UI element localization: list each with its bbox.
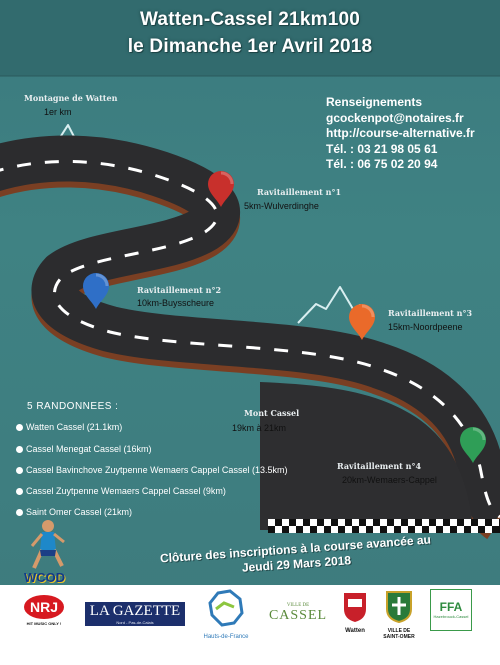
cassel-logo: VILLE DE CASSEL	[268, 603, 328, 623]
info-phone-1: Tél. : 03 21 98 05 61	[326, 141, 438, 156]
map-pin-highlight	[361, 304, 375, 318]
station-4-km: 20km-Wemaers-Cappel	[342, 475, 437, 485]
randonnee-item: Cassel Menegat Cassel (16km)	[16, 444, 152, 454]
station-1-name: Ravitaillement n°1	[257, 187, 342, 197]
info-heading: Renseignements	[326, 95, 423, 109]
station-3-name: Ravitaillement n°3	[388, 308, 473, 318]
randonnees-title: 5 RANDONNEES :	[27, 401, 119, 412]
info-website: http://course-alternative.fr	[326, 126, 475, 140]
info-block: Renseignements gcockenpot@notaires.fr ht…	[326, 95, 475, 173]
saint-omer-logo: VILLE DE SAINT-OMER	[377, 589, 421, 640]
start-km: 1er km	[44, 107, 72, 117]
bullet-icon	[16, 488, 23, 495]
bullet-icon	[16, 446, 23, 453]
map-pin-highlight	[95, 273, 109, 287]
mont-cassel-km: 19km à 21km	[232, 423, 287, 433]
map-pin-icon	[460, 427, 486, 463]
nrj-logo: NRJ HIT MUSIC ONLY !	[20, 595, 68, 626]
station-3-km: 15km-Noordpeene	[388, 322, 463, 332]
title-line-1: Watten-Cassel 21km100	[140, 9, 360, 30]
bullet-icon	[16, 467, 23, 474]
bullet-icon	[16, 424, 23, 431]
mont-cassel-name: Mont Cassel	[244, 408, 300, 418]
map-pin-highlight	[220, 171, 234, 185]
station-2-name: Ravitaillement n°2	[137, 285, 222, 295]
runner-icon	[30, 520, 65, 569]
station-4-name: Ravitaillement n°4	[337, 461, 422, 471]
station-1-km: 5km-Wulverdinghe	[244, 201, 319, 211]
wcod-logo: WCOD	[24, 570, 66, 585]
title-line-2: le Dimanche 1er Avril 2018	[127, 36, 373, 57]
info-phone-2: Tél. : 06 75 02 20 94	[326, 157, 438, 171]
map-pin-icon	[83, 273, 109, 309]
info-email: gcockenpot@notaires.fr	[326, 110, 464, 125]
map-pin-icon	[349, 304, 375, 340]
randonnee-item: Watten Cassel (21.1km)	[16, 422, 122, 432]
finish-line	[268, 519, 500, 533]
randonnee-item: Saint Omer Cassel (21km)	[16, 507, 132, 517]
bullet-icon	[16, 509, 23, 516]
watten-logo: Watten	[338, 591, 372, 634]
sponsor-strip: NRJ HIT MUSIC ONLY ! LA GAZETTE Nord - P…	[0, 585, 500, 665]
start-name: Montagne de Watten	[24, 93, 118, 103]
randonnee-item: Cassel Zuytpenne Wemaers Cappel Cassel (…	[16, 486, 226, 496]
map-pin-icon	[208, 171, 234, 207]
station-2-km: 10km-Buysscheure	[137, 298, 215, 308]
region-map-icon	[208, 589, 244, 627]
gazette-logo: LA GAZETTE Nord - Pas-de-Calais	[85, 602, 185, 626]
watten-crest-icon	[344, 593, 366, 622]
saint-omer-crest-icon	[386, 591, 412, 624]
ffa-logo: FFA Hazebrouck-Cassel	[430, 589, 472, 631]
hauts-de-france-logo: Hauts-de-France	[195, 587, 257, 640]
map-pin-highlight	[472, 427, 486, 441]
randonnee-item: Cassel Bavinchove Zuytpenne Wemaers Capp…	[16, 465, 287, 475]
